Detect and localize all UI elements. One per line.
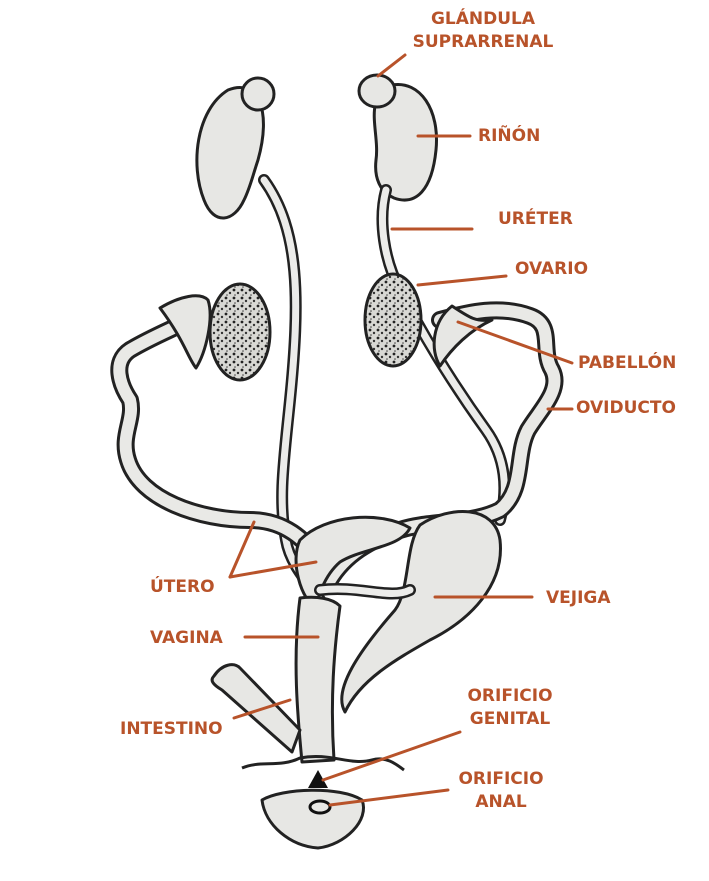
- anal-region: [260, 788, 365, 850]
- leader-intestino: [232, 698, 292, 720]
- label-intestino: INTESTINO: [120, 719, 223, 739]
- label-vagina: VAGINA: [150, 628, 223, 648]
- right-infundibulum: [432, 304, 494, 368]
- uterus: [294, 515, 412, 612]
- left-adrenal-gland: [240, 76, 276, 112]
- left-ovary: [208, 282, 272, 382]
- label-glandula-line2: SUPRARRENAL: [412, 32, 554, 52]
- label-orificio-genital-line1: ORIFICIO: [467, 686, 553, 706]
- bladder: [340, 510, 502, 714]
- genital-orifice: [308, 770, 328, 788]
- leader-orificio-anal: [328, 788, 450, 807]
- label-glandula-line1: GLÁNDULA: [430, 9, 536, 29]
- right-adrenal-gland: [357, 73, 397, 109]
- anal-orifice: [308, 799, 332, 815]
- left-kidney: [195, 86, 265, 220]
- label-glandula-suprarrenal: GLÁNDULA SUPRARRENAL: [408, 8, 558, 54]
- label-oviducto: OVIDUCTO: [576, 398, 676, 418]
- leader-utero-1: [228, 520, 256, 579]
- left-infundibulum: [158, 294, 212, 370]
- label-orificio-anal: ORIFICIO ANAL: [446, 768, 556, 814]
- leader-ovario: [416, 274, 508, 287]
- right-kidney: [372, 82, 439, 202]
- intestine: [210, 663, 302, 754]
- label-pabellon: PABELLÓN: [578, 353, 677, 373]
- leader-lines: [228, 53, 574, 807]
- leader-utero-2: [228, 560, 318, 579]
- body-wall-line: [241, 755, 405, 772]
- label-ovario: OVARIO: [515, 259, 589, 279]
- leader-glandula: [376, 53, 407, 78]
- label-orificio-genital-line2: GENITAL: [469, 709, 551, 729]
- leader-pabellon: [456, 320, 574, 365]
- label-vejiga: VEJIGA: [546, 588, 611, 608]
- label-rinon: RIÑÓN: [478, 126, 541, 146]
- label-orificio-anal-line2: ANAL: [475, 792, 527, 812]
- label-orificio-anal-line1: ORIFICIO: [458, 769, 544, 789]
- label-ureter: URÉTER: [498, 209, 573, 229]
- label-orificio-genital: ORIFICIO GENITAL: [455, 685, 565, 731]
- leader-orificio-genital: [321, 730, 462, 782]
- vagina: [294, 595, 342, 764]
- right-ovary: [363, 272, 423, 368]
- label-utero: ÚTERO: [150, 577, 215, 597]
